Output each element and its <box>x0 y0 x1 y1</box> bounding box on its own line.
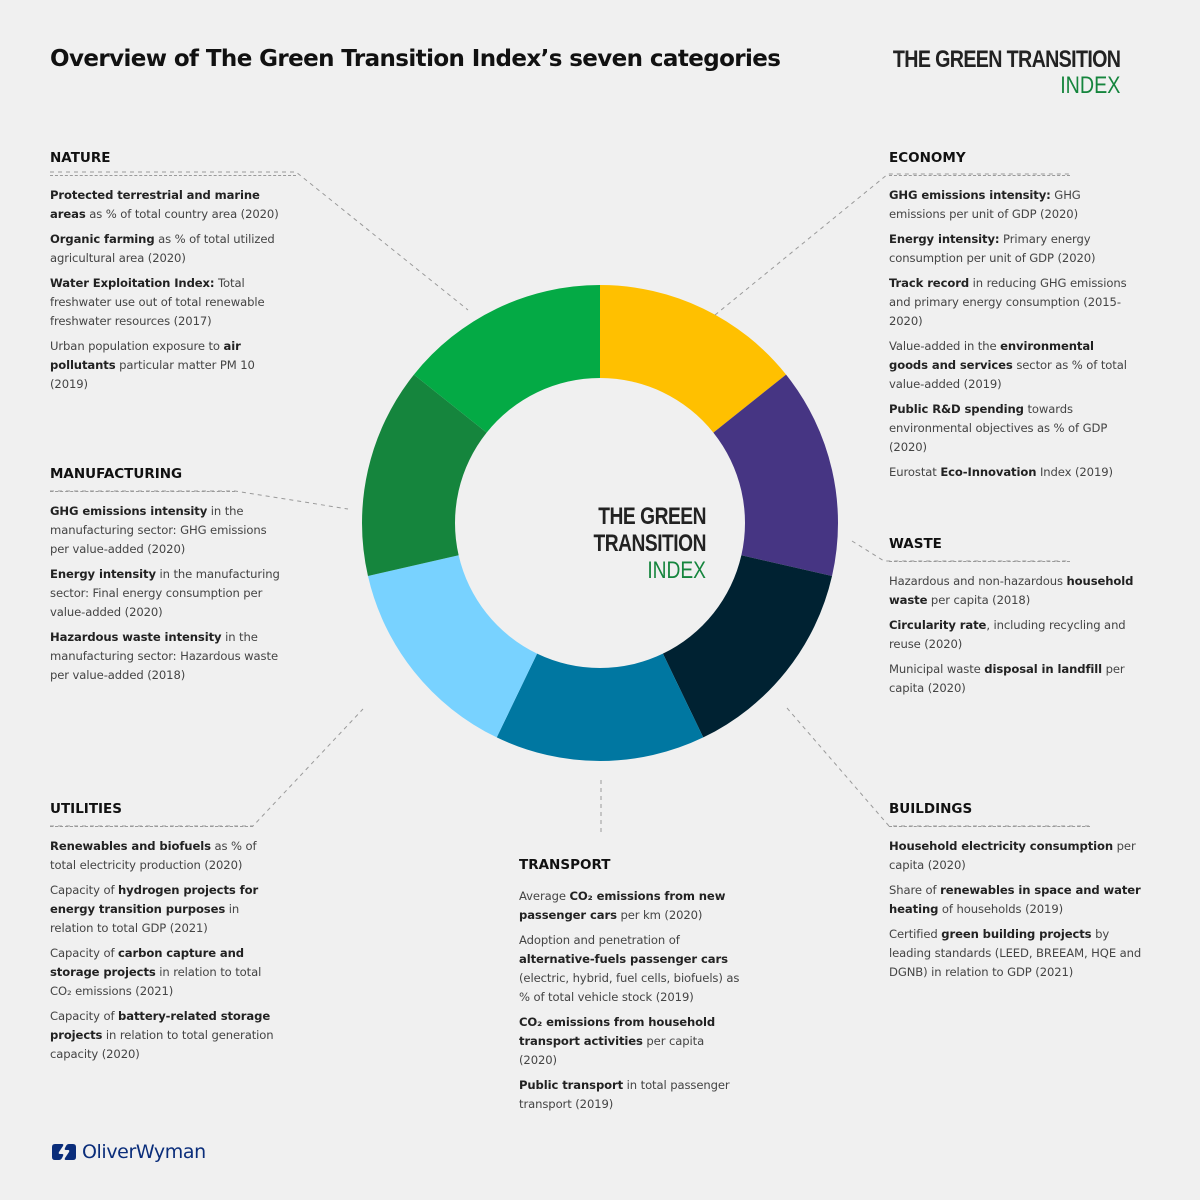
indicator-highlight: Energy intensity: <box>889 232 1000 246</box>
indicator-item: Public R&D spending towards environmenta… <box>889 402 1108 454</box>
page-title: Overview of The Green Transition Index’s… <box>50 46 781 72</box>
donut-segment-buildings <box>662 555 833 738</box>
indicator-item: Energy intensity in the manufacturing se… <box>50 567 280 619</box>
indicator-item: Public transport in total passenger tran… <box>519 1078 730 1111</box>
brand-line-1: THE GREEN TRANSITION <box>892 46 1121 73</box>
indicator-item: CO₂ emissions from household transport a… <box>519 1015 716 1067</box>
indicator-highlight: GHG emissions intensity <box>50 504 208 518</box>
leader-line-manufacturing <box>50 490 349 510</box>
category-manufacturing: MANUFACTURING GHG emissions intensity in… <box>50 466 280 691</box>
donut-segment-manufacturing <box>362 374 487 576</box>
indicator-item: GHG emissions intensity: GHG emissions p… <box>889 188 1081 221</box>
brand-logo-header: THE GREEN TRANSITION INDEX <box>843 46 1121 99</box>
donut-segment-economy <box>600 285 787 433</box>
donut-segment-waste <box>713 374 839 576</box>
indicator-highlight: hydrogen projects for energy transition … <box>50 883 259 916</box>
center-brand-label: THE GREEN TRANSITION INDEX <box>470 503 706 584</box>
indicator-highlight: Public transport <box>519 1078 624 1092</box>
indicator-highlight: air pollutants <box>50 339 241 372</box>
category-waste: WASTE Hazardous and non-hazardous househ… <box>889 536 1133 704</box>
category-title: MANUFACTURING <box>50 466 235 492</box>
indicator-highlight: Water Exploitation Index: <box>50 276 215 290</box>
indicator-item: Hazardous and non-hazardous household wa… <box>889 574 1134 607</box>
indicator-highlight: Public R&D spending <box>889 402 1024 416</box>
indicator-item: Municipal waste disposal in landfill per… <box>889 662 1125 695</box>
indicator-item: Capacity of battery-related storage proj… <box>50 1009 274 1061</box>
indicator-highlight: environmental goods and services <box>889 339 1094 372</box>
indicator-highlight: Renewables and biofuels <box>50 839 211 853</box>
center-label-line-2: INDEX <box>647 557 706 584</box>
category-economy: ECONOMY GHG emissions intensity: GHG emi… <box>889 150 1127 488</box>
indicator-highlight: disposal in landfill <box>984 662 1103 676</box>
indicator-highlight: renewables in space and water heating <box>889 883 1141 916</box>
indicator-item: Value-added in the environmental goods a… <box>889 339 1127 391</box>
donut-segment-transport <box>496 653 704 762</box>
oliver-wyman-mark-icon <box>52 1144 76 1160</box>
category-title: TRANSPORT <box>519 857 611 873</box>
indicator-highlight: Track record <box>889 276 970 290</box>
indicator-highlight: Organic farming <box>50 232 155 246</box>
indicator-item: Track record in reducing GHG emissions a… <box>889 276 1127 328</box>
indicator-item: Organic farming as % of total utilized a… <box>50 232 275 265</box>
indicator-item: Urban population exposure to air polluta… <box>50 339 255 391</box>
indicator-highlight: Household electricity consumption <box>889 839 1114 853</box>
indicator-highlight: household waste <box>889 574 1134 607</box>
indicator-item: Circularity rate, including recycling an… <box>889 618 1126 651</box>
indicator-highlight: Protected terrestrial and marine areas <box>50 188 260 221</box>
donut-segment-nature <box>413 285 600 433</box>
category-title: NATURE <box>50 150 296 176</box>
indicator-highlight: Energy intensity <box>50 567 156 581</box>
indicator-item: Capacity of hydrogen projects for energy… <box>50 883 259 935</box>
indicator-highlight: CO₂ emissions from household transport a… <box>519 1015 716 1048</box>
indicator-item: Capacity of carbon capture and storage p… <box>50 946 262 998</box>
donut-segment-utilities <box>367 555 538 738</box>
indicator-highlight: alternative-fuels passenger cars <box>519 952 728 966</box>
category-title: UTILITIES <box>50 801 253 827</box>
category-nature: NATURE Protected terrestrial and marine … <box>50 150 296 400</box>
leader-line-nature <box>50 171 469 311</box>
category-title: BUILDINGS <box>889 801 1090 827</box>
indicator-highlight: green building projects <box>941 927 1092 941</box>
category-buildings: BUILDINGS Household electricity consumpt… <box>889 801 1141 988</box>
indicator-highlight: carbon capture and storage projects <box>50 946 244 979</box>
logo-text: OliverWyman <box>82 1141 206 1163</box>
indicator-highlight: Circularity rate <box>889 618 987 632</box>
category-transport: TRANSPORT Average CO₂ emissions from new… <box>519 857 749 1120</box>
leader-line-economy <box>714 173 1070 316</box>
center-label-line-1: THE GREEN TRANSITION <box>593 503 706 557</box>
donut-segments <box>362 285 839 762</box>
indicator-item: Certified green building projects by lea… <box>889 927 1142 979</box>
indicator-item: Share of renewables in space and water h… <box>889 883 1141 916</box>
indicator-item: Eurostat Eco-Innovation Index (2019) <box>889 465 1113 479</box>
indicator-item: Water Exploitation Index: Total freshwat… <box>50 276 265 328</box>
indicator-item: Renewables and biofuels as % of total el… <box>50 839 257 872</box>
indicator-highlight: Hazardous waste intensity <box>50 630 222 644</box>
indicator-highlight: CO₂ emissions from new passenger cars <box>519 889 726 922</box>
brand-line-2: INDEX <box>1059 72 1120 99</box>
indicator-item: GHG emissions intensity in the manufactu… <box>50 504 267 556</box>
indicator-highlight: battery-related storage projects <box>50 1009 271 1042</box>
indicator-highlight: GHG emissions intensity: <box>889 188 1051 202</box>
indicator-highlight: Eco-Innovation <box>940 465 1037 479</box>
indicator-item: Hazardous waste intensity in the manufac… <box>50 630 278 682</box>
indicator-item: Household electricity consumption per ca… <box>889 839 1136 872</box>
category-title: WASTE <box>889 536 1070 562</box>
oliver-wyman-logo: OliverWyman <box>50 1141 206 1163</box>
indicator-item: Average CO₂ emissions from new passenger… <box>519 889 726 922</box>
indicator-item: Protected terrestrial and marine areas a… <box>50 188 279 221</box>
category-utilities: UTILITIES Renewables and biofuels as % o… <box>50 801 274 1070</box>
indicator-item: Energy intensity: Primary energy consump… <box>889 232 1096 265</box>
indicator-item: Adoption and penetration of alternative-… <box>519 933 740 1004</box>
category-title: ECONOMY <box>889 150 1070 176</box>
